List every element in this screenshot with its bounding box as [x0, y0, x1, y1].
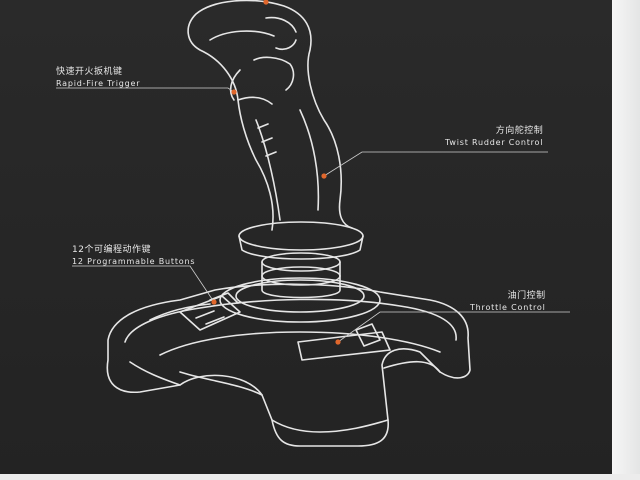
callout-twist-rudder-zh: 方向舵控制	[495, 126, 544, 136]
callout-programmable-en: 12 Programmable Buttons	[72, 257, 196, 266]
dot-top-hat	[263, 0, 269, 5]
callout-programmable-zh: 12个可编程动作键	[72, 245, 151, 255]
joystick-collar	[238, 221, 364, 299]
callout-rapid-fire-en: Rapid-Fire Trigger	[56, 79, 141, 88]
callout-throttle-zh: 油门控制	[507, 291, 546, 301]
throttle-slider	[297, 323, 391, 361]
leader-programmable	[72, 265, 215, 303]
joystick-grip	[187, 0, 353, 231]
joystick-base	[106, 277, 471, 447]
callout-rapid-fire-zh: 快速开火扳机键	[56, 67, 123, 77]
button-cluster	[179, 292, 241, 331]
dot-throttle	[335, 339, 341, 345]
dot-programmable	[211, 299, 217, 305]
callout-rapid-fire: 快速开火扳机键 Rapid-Fire Trigger	[56, 66, 140, 90]
callout-programmable-buttons: 12个可编程动作键 12 Programmable Buttons	[72, 244, 195, 268]
callout-twist-rudder: 方向舵控制 Twist Rudder Control	[445, 125, 543, 149]
leader-throttle	[337, 311, 570, 343]
dot-rapid-fire	[231, 89, 237, 95]
box-dark-panel	[0, 0, 612, 476]
box-edge-right	[612, 0, 640, 480]
callout-twist-rudder-en: Twist Rudder Control	[445, 138, 544, 147]
dot-twist-rudder	[321, 173, 327, 179]
leader-twist-rudder	[323, 151, 548, 177]
callout-throttle: 油门控制 Throttle Control	[470, 290, 546, 314]
box-edge-bottom	[0, 474, 640, 480]
callout-throttle-en: Throttle Control	[470, 303, 546, 312]
